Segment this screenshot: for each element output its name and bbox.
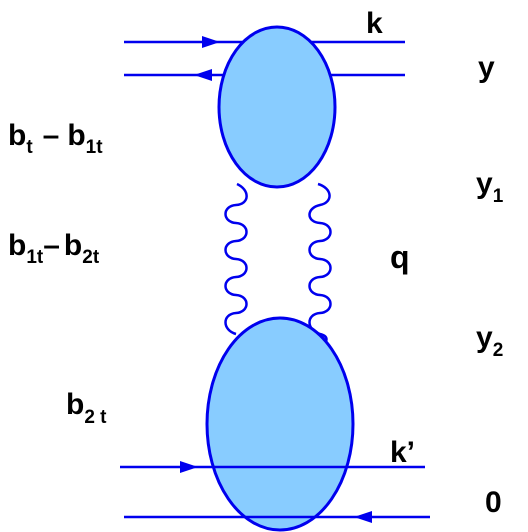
- label-y1-sub: 1: [493, 186, 504, 207]
- bottom-outgoing-arrow: [354, 511, 372, 523]
- lower-blob: [205, 316, 355, 532]
- b2t-main: b: [64, 229, 82, 262]
- b1t2-main: b: [8, 229, 26, 262]
- label-y: y: [478, 51, 495, 84]
- label-y1: y1: [476, 167, 504, 207]
- upper-blob: [217, 25, 337, 189]
- label-b2t: b2 t: [66, 388, 107, 428]
- label-bt-minus-b1t: bt–b1t: [8, 119, 103, 158]
- b1t-sub: 1t: [86, 137, 104, 158]
- bt-main: b: [8, 119, 26, 152]
- label-q: q: [390, 239, 410, 275]
- b2t-alone-main: b: [66, 388, 84, 421]
- b2t-alone-sub: 2 t: [84, 407, 107, 428]
- bt-minus: –: [43, 119, 60, 152]
- label-k: k: [366, 7, 383, 40]
- b1t-main: b: [67, 119, 85, 152]
- top-incoming-arrow: [202, 36, 220, 48]
- right-gluon: [308, 182, 332, 348]
- label-b1t-minus-b2t: b1t–b2t: [8, 229, 100, 268]
- bottom-incoming-arrow: [180, 461, 198, 473]
- label-zero: 0: [485, 486, 502, 519]
- top-outgoing-arrow: [194, 69, 212, 81]
- label-k-prime: k’: [390, 436, 415, 469]
- b1t2-sub: 1t: [26, 247, 44, 268]
- label-y2: y2: [476, 321, 503, 361]
- left-gluon: [224, 182, 248, 336]
- label-y2-sub: 2: [493, 340, 504, 361]
- label-y1-main: y: [476, 167, 493, 200]
- bt-sub: t: [26, 137, 33, 158]
- b2t-sub: 2t: [82, 247, 100, 268]
- label-y2-main: y: [476, 321, 493, 354]
- b1t2-minus: –: [43, 229, 60, 262]
